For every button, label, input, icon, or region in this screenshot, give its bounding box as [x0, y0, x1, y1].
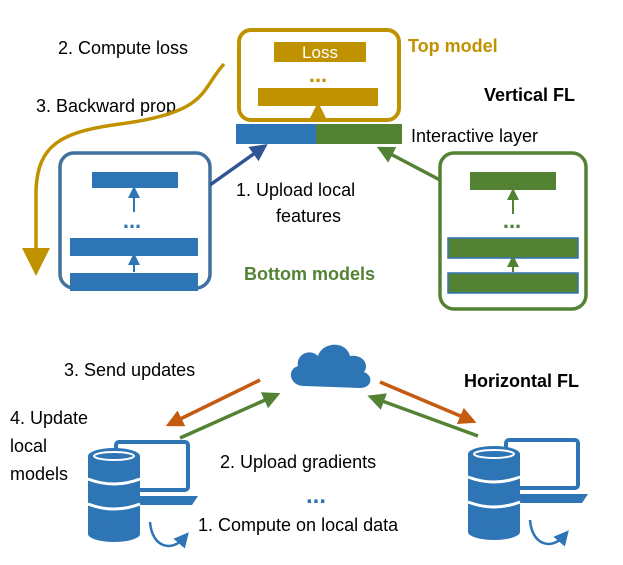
left-top-layer: [92, 172, 178, 188]
bottom-model-right-frame: [438, 151, 588, 311]
loss-label: Loss: [302, 43, 338, 62]
step-update-3: models: [10, 464, 68, 484]
left-send-update-arrow: [165, 378, 261, 427]
step-upload-local-features-1: 1. Upload local: [236, 180, 355, 200]
cloud-icon: [290, 344, 371, 388]
step-send-updates: 3. Send updates: [64, 360, 195, 380]
backward-prop-arrow: [22, 62, 226, 276]
step-compute-loss: 2. Compute loss: [58, 38, 188, 58]
left-upload-arrow: [208, 143, 268, 187]
step-upload-local-features-2: features: [276, 206, 341, 226]
database-icon: [87, 448, 141, 542]
client-left: [87, 440, 198, 549]
step-update-1: 4. Update: [10, 408, 88, 428]
top-model-label: Top model: [408, 36, 498, 56]
interactive-layer-label: Interactive layer: [411, 126, 538, 146]
step-compute-local: 1. Compute on local data: [198, 515, 399, 535]
client-right: [467, 438, 588, 547]
database-icon: [467, 446, 521, 540]
step-upload-gradients: 2. Upload gradients: [220, 452, 376, 472]
step-backward-prop: 3. Backward prop: [36, 96, 176, 116]
refresh-arrow-icon: [148, 521, 189, 549]
right-upload-gradient-arrow: [367, 393, 479, 438]
step-update-2: local: [10, 436, 47, 456]
interactive-layer-blue: [236, 124, 316, 144]
left-mid-layer: [70, 238, 198, 256]
right-mid-layer: [447, 237, 579, 259]
loss-bar: [274, 42, 366, 62]
left-dots: ...: [123, 208, 141, 233]
horizontal-fl-title: Horizontal FL: [464, 371, 579, 391]
top-model: Loss ...: [237, 28, 401, 122]
right-send-update-arrow: [379, 380, 477, 424]
top-model-dots: ...: [309, 62, 327, 87]
right-dots: ...: [503, 208, 521, 233]
right-top-layer: [470, 172, 556, 190]
top-layer-bar: [258, 88, 378, 106]
right-upload-arrow: [376, 146, 441, 182]
right-bottom-layer: [447, 272, 579, 294]
bottom-model-right: ...: [438, 151, 588, 311]
bottom-model-left: ...: [58, 151, 212, 291]
interactive-layer-green: [316, 124, 402, 144]
left-upload-gradient-arrow: [179, 392, 281, 440]
vertical-fl-title: Vertical FL: [484, 85, 575, 105]
left-bottom-layer: [70, 273, 198, 291]
refresh-arrow-icon: [528, 519, 569, 547]
bottom-models-label: Bottom models: [244, 264, 375, 284]
interactive-layer: [236, 124, 402, 144]
horizontal-dots: ...: [306, 482, 326, 509]
